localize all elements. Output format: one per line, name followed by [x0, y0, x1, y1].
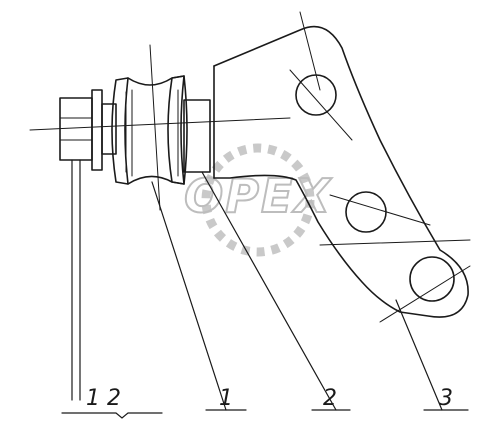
roller-part-1: [111, 75, 211, 185]
bolt-head: [59, 97, 93, 161]
leader-2: [201, 171, 337, 411]
roller-hub: [183, 99, 211, 173]
callout-label-2: 2: [323, 386, 337, 411]
watermark-gear: [201, 143, 315, 257]
roller-body: [127, 75, 185, 185]
leader-1: [151, 181, 227, 411]
group-bracket: [61, 412, 163, 419]
callout-label-1: 1: [219, 386, 233, 411]
arm-top-axis: [299, 11, 321, 91]
leader-lines: [61, 159, 469, 419]
callout-labels: 1 2 1 2 3: [86, 386, 453, 411]
lever-hole-bottom: [409, 256, 455, 302]
hole-axis-bottom: [379, 265, 471, 323]
vertical-axis-line: [149, 44, 161, 211]
center-lines: [29, 11, 471, 323]
bolt-shank: [101, 103, 117, 155]
lever-hole-top: [295, 74, 337, 116]
arm-lower-axis: [319, 239, 471, 246]
callout-label-1-2: 1 2: [86, 386, 121, 411]
watermark-logo: OPEX: [183, 143, 332, 257]
hole-axis-middle: [329, 194, 431, 226]
main-axis-line: [29, 117, 291, 131]
watermark-text: OPEX: [184, 169, 332, 223]
roller-right-flange: [167, 75, 188, 185]
leader-3: [395, 299, 443, 411]
lever-arm-part-3: [213, 25, 469, 318]
lever-hole-middle: [345, 191, 387, 233]
bolt-part-2: [59, 89, 117, 171]
lever-arm-outline: [213, 25, 469, 318]
bolt-washer: [91, 89, 103, 171]
callout-label-3: 3: [439, 386, 453, 411]
